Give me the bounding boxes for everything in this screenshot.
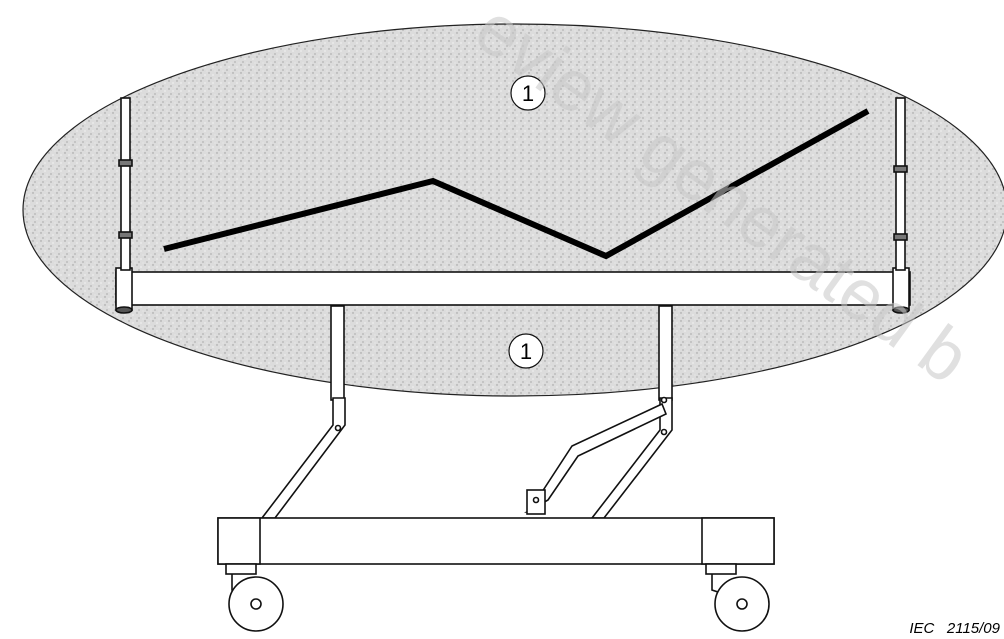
mattress-surface-line <box>163 108 870 260</box>
deck-frame <box>115 271 911 306</box>
left-lift-arm <box>260 397 346 519</box>
bed-base <box>217 305 775 632</box>
right-post <box>658 305 673 401</box>
callout-lower-label: 1 <box>520 339 532 364</box>
callout-lower: 1 <box>508 333 544 369</box>
left-caster-mount <box>225 563 257 575</box>
bed-deck <box>115 97 911 314</box>
base-frame-left-block <box>217 517 261 565</box>
right-rail-pole <box>895 97 906 271</box>
base-frame <box>217 517 775 565</box>
callout-upper-label: 1 <box>522 81 534 106</box>
left-rail-pole <box>120 97 131 271</box>
right-caster-mount <box>705 563 737 575</box>
left-post <box>330 305 345 401</box>
callout-upper: 1 <box>510 75 546 111</box>
base-frame-right-block <box>701 517 775 565</box>
figure-id: IEC 2115/09 <box>909 620 1000 637</box>
